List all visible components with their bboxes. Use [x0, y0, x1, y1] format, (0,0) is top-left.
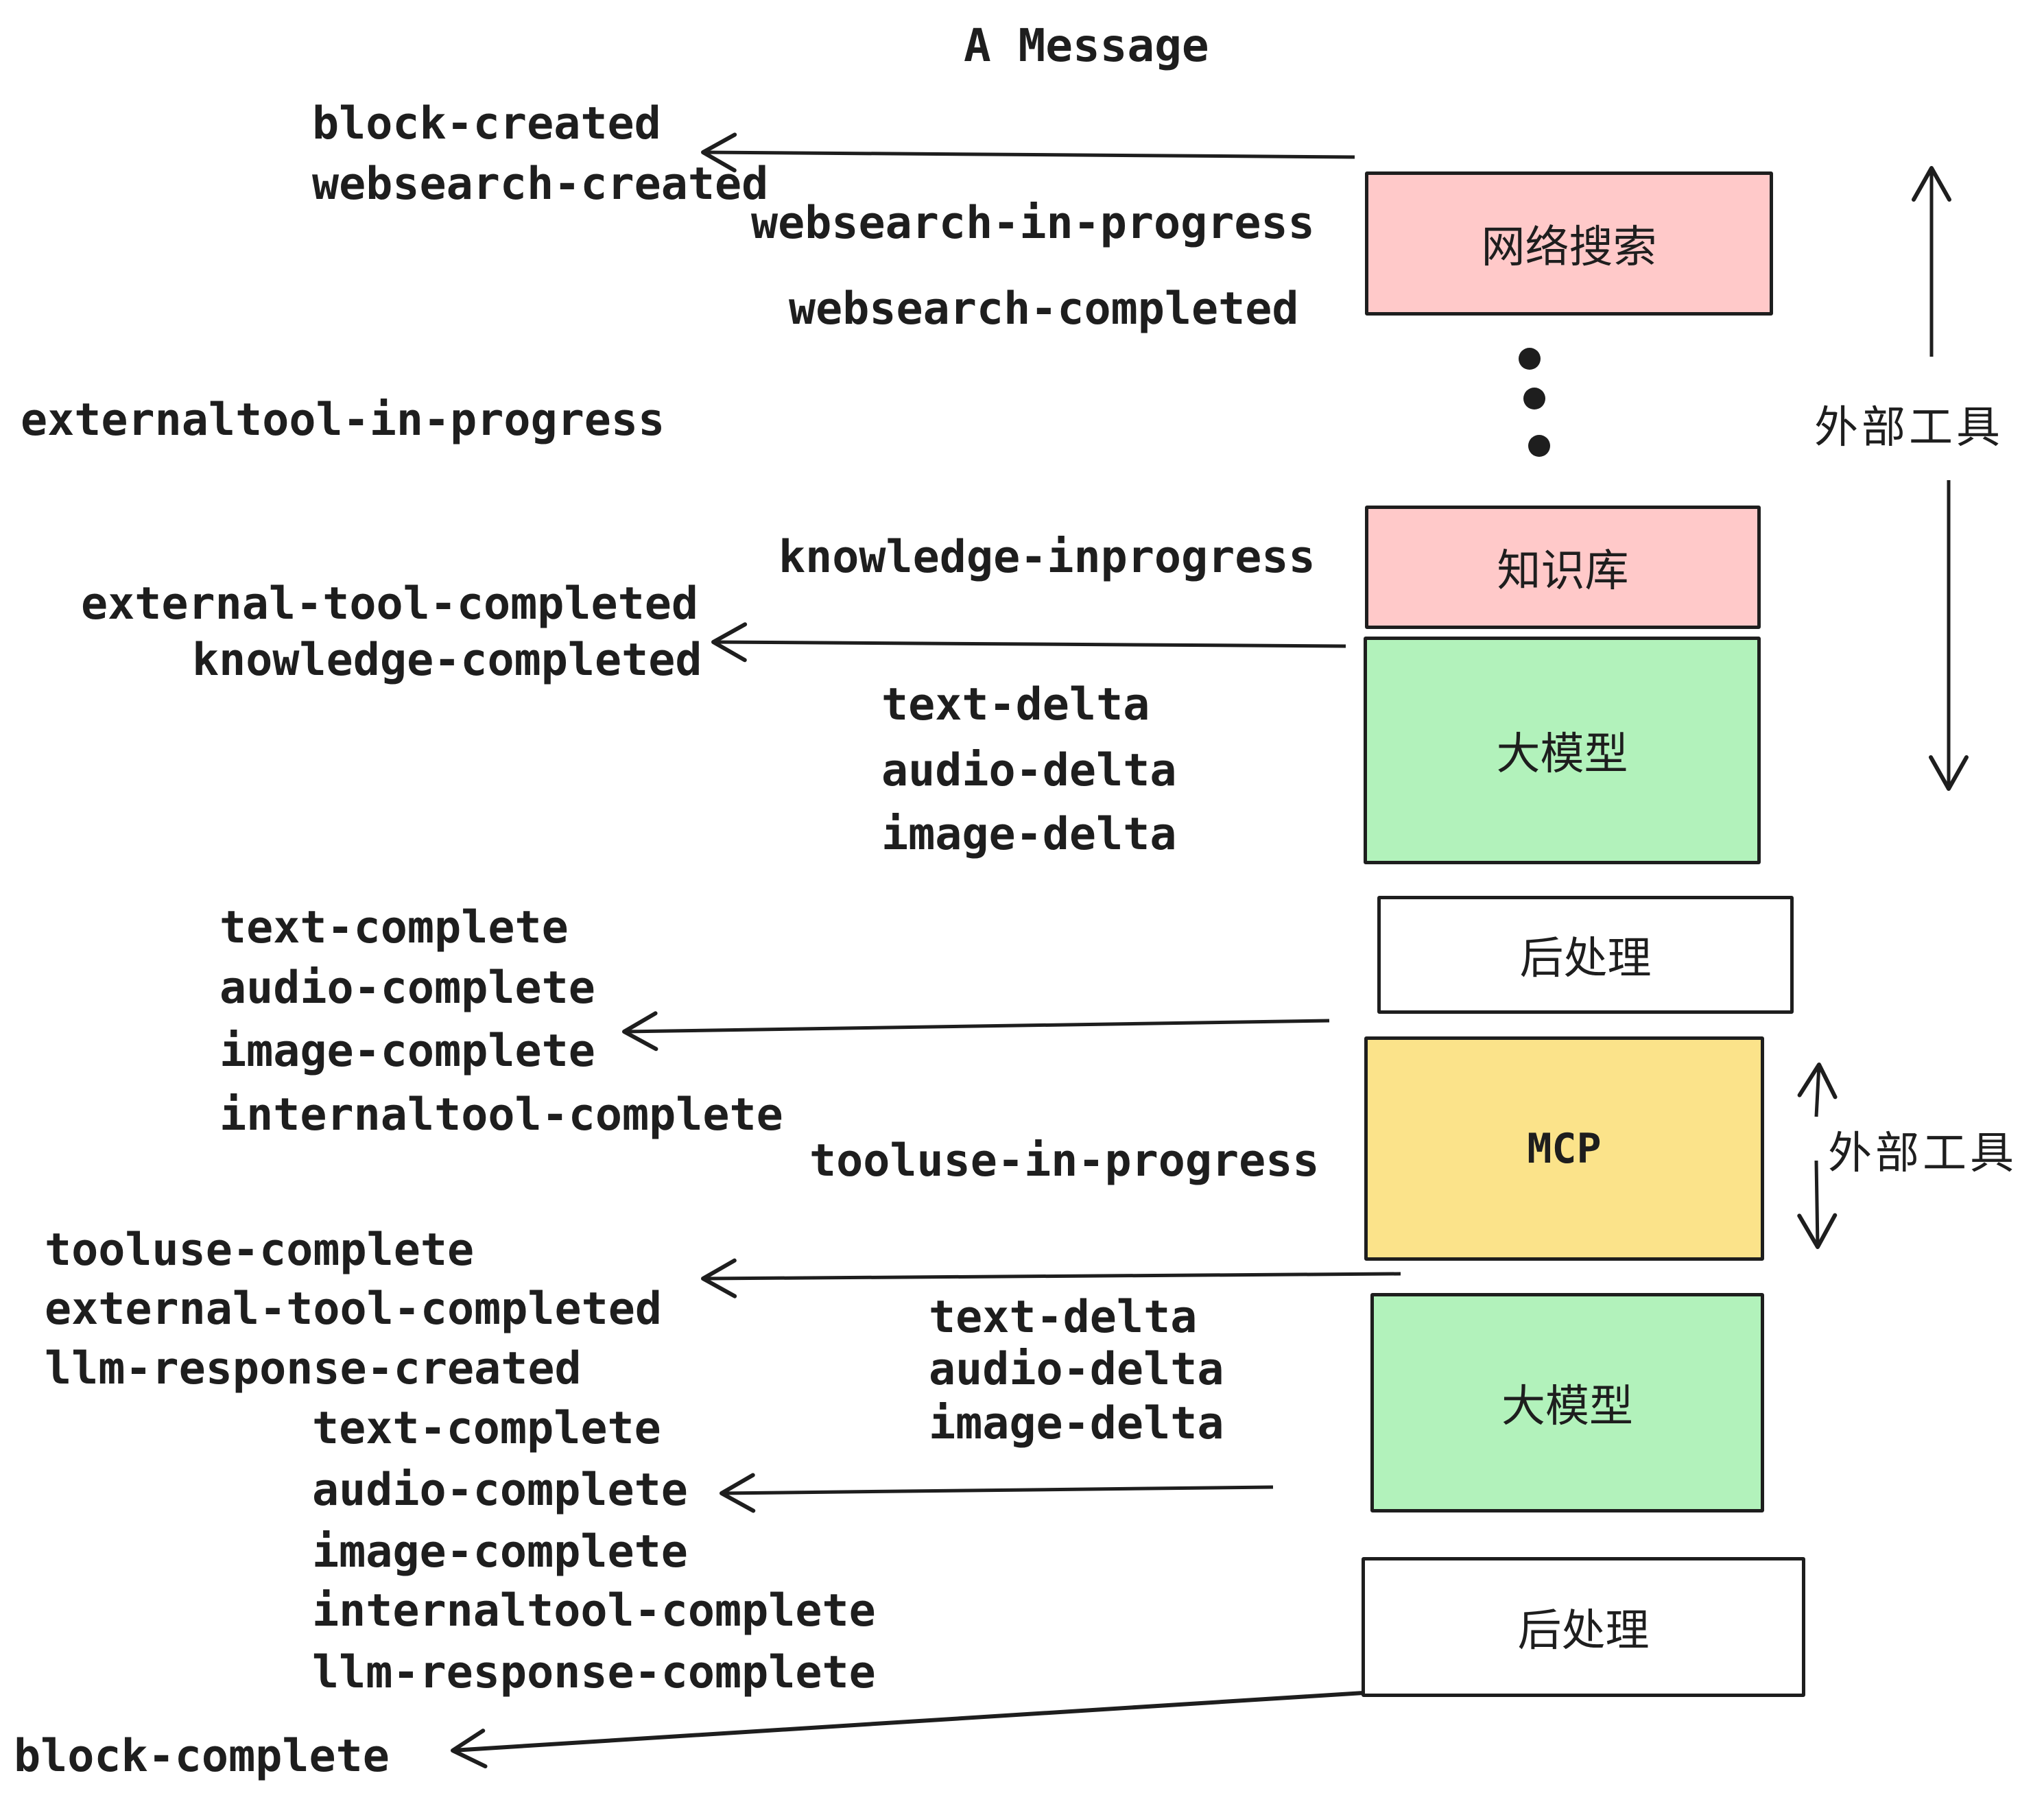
event-label-llm-response-created: llm-response-created — [45, 1343, 582, 1394]
event-label-external-tool-completed: external-tool-completed — [81, 578, 699, 630]
box-postprocess-2: 后处理 — [1362, 1557, 1805, 1697]
event-label-llm-response-complete: llm-response-complete — [312, 1647, 876, 1698]
event-label-image-delta-1: image-delta — [881, 809, 1177, 860]
event-label-image-delta-2: image-delta — [929, 1398, 1224, 1449]
event-label-text-complete-1: text-complete — [219, 902, 569, 953]
event-label-image-complete-2: image-complete — [312, 1526, 688, 1578]
external-tool-up-arrow-2-icon — [1797, 1063, 1838, 1117]
box-llm-1: 大模型 — [1364, 637, 1761, 864]
box-llm-1-label: 大模型 — [1496, 729, 1628, 780]
event-label-audio-complete-1: audio-complete — [219, 962, 595, 1014]
arrow-to-external-tool-completed-icon — [701, 1258, 1401, 1298]
event-label-text-complete-2: text-complete — [312, 1403, 661, 1454]
event-label-audio-delta-2: audio-delta — [929, 1344, 1224, 1395]
event-label-block-complete: block-complete — [14, 1731, 390, 1782]
event-label-text-delta-1: text-delta — [881, 679, 1150, 731]
event-label-websearch-created: websearch-created — [312, 158, 769, 210]
arrow-to-block-complete-icon — [451, 1691, 1364, 1769]
box-postprocess-1: 后处理 — [1377, 896, 1794, 1014]
external-tool-down-arrow-2-icon — [1797, 1160, 1838, 1249]
box-knowledge-label: 知识库 — [1497, 546, 1629, 597]
arrow-to-knowledge-completed-icon — [711, 622, 1346, 663]
event-label-internaltool-complete-2: internaltool-complete — [312, 1585, 876, 1637]
box-knowledge: 知识库 — [1365, 506, 1761, 629]
event-label-externaltool-in-progress: externaltool-in-progress — [21, 394, 665, 446]
event-label-tooluse-in-progress: tooluse-in-progress — [809, 1135, 1320, 1187]
event-label-knowledge-completed: knowledge-completed — [192, 634, 702, 686]
arrow-to-audio-complete-icon — [720, 1473, 1274, 1513]
box-llm-2-label: 大模型 — [1501, 1381, 1633, 1432]
event-label-image-complete-1: image-complete — [219, 1025, 595, 1077]
external-tool-label-2: 外部工具 — [1828, 1128, 2017, 1179]
event-label-audio-delta-1: audio-delta — [881, 745, 1177, 796]
event-label-block-created: block-created — [312, 98, 661, 150]
box-postprocess-1-label: 后处理 — [1519, 934, 1652, 984]
event-label-text-delta-2: text-delta — [929, 1292, 1198, 1343]
box-llm-2: 大模型 — [1370, 1293, 1764, 1512]
box-mcp-label: MCP — [1527, 1124, 1602, 1173]
box-mcp: MCP — [1364, 1036, 1764, 1261]
arrow-to-websearch-created-icon — [701, 132, 1355, 173]
ellipsis-dots-icon — [1519, 348, 1550, 457]
arrow-to-image-complete-icon — [622, 1011, 1330, 1052]
box-postprocess-2-label: 后处理 — [1517, 1606, 1650, 1657]
external-tool-label-1: 外部工具 — [1814, 403, 2004, 453]
event-label-external-tool-completed-2: external-tool-completed — [45, 1283, 663, 1335]
event-label-audio-complete-2: audio-complete — [312, 1464, 688, 1516]
event-label-knowledge-inprogress: knowledge-inprogress — [779, 532, 1316, 583]
page-title: A Message — [964, 19, 1209, 72]
box-websearch-label: 网络搜索 — [1481, 222, 1657, 273]
event-label-websearch-in-progress: websearch-in-progress — [751, 198, 1315, 249]
event-label-internaltool-complete-1: internaltool-complete — [219, 1089, 783, 1141]
event-label-websearch-completed: websearch-completed — [789, 283, 1299, 335]
event-label-tooluse-complete: tooluse-complete — [45, 1224, 475, 1276]
box-websearch: 网络搜索 — [1365, 171, 1773, 316]
